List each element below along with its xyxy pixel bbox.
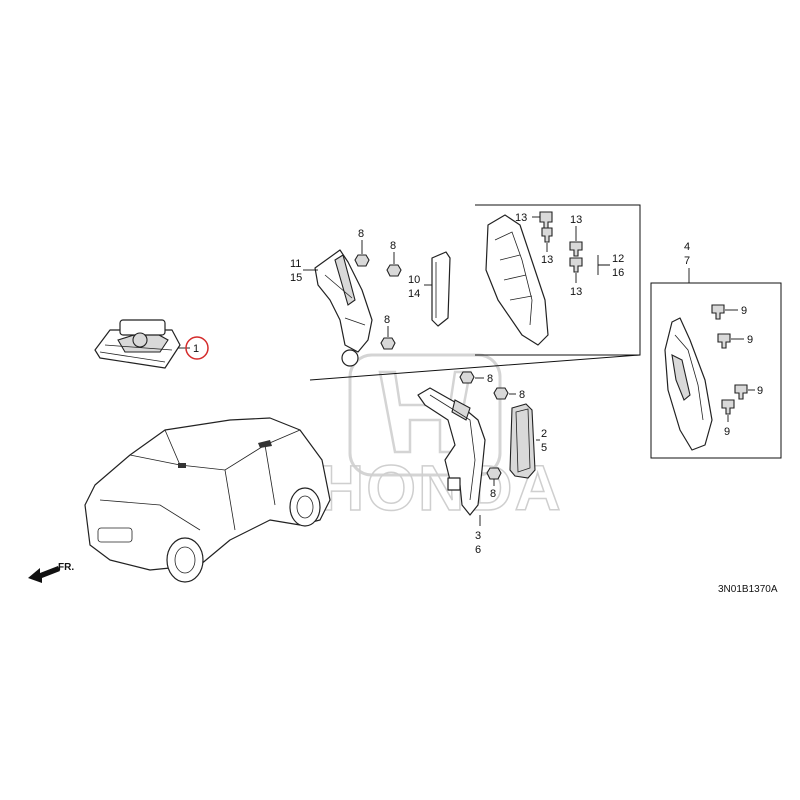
part-8-nut-e[interactable]: [493, 387, 509, 400]
label-8c: 8: [384, 314, 390, 326]
leader-12-16: [597, 255, 610, 275]
part-2-5-mirror-glass[interactable]: [509, 403, 536, 479]
label-8d: 8: [487, 373, 493, 385]
label-6: 6: [475, 544, 481, 556]
label-15: 15: [290, 272, 302, 284]
part-11-15-bracket[interactable]: [314, 249, 373, 367]
car-illustration: [84, 417, 331, 583]
label-8a: 8: [358, 228, 364, 240]
label-7: 7: [684, 255, 690, 267]
part-8-nut-d[interactable]: [459, 371, 475, 384]
front-arrow-label: FR.: [58, 562, 74, 573]
label-2: 2: [541, 428, 547, 440]
part-10-14-cover[interactable]: [431, 251, 451, 327]
label-9a: 9: [741, 305, 747, 317]
label-13b: 13: [541, 254, 553, 266]
label-8b: 8: [390, 240, 396, 252]
label-5: 5: [541, 442, 547, 454]
part-1-camera-unit[interactable]: [94, 319, 190, 369]
part-13-clip-d[interactable]: [569, 257, 583, 273]
label-4: 4: [684, 241, 690, 253]
label-12: 12: [612, 253, 624, 265]
frame-divider-line: [309, 205, 641, 381]
callout-1-label: 1: [193, 343, 199, 355]
part-8-nut-f[interactable]: [486, 467, 502, 480]
label-13c: 13: [570, 214, 582, 226]
label-10: 10: [408, 274, 420, 286]
label-9d: 9: [724, 426, 730, 438]
label-3: 3: [475, 530, 481, 542]
part-4-7-trim[interactable]: [664, 317, 713, 451]
part-8-nut-a[interactable]: [354, 254, 370, 267]
label-9c: 9: [757, 385, 763, 397]
label-9b: 9: [747, 334, 753, 346]
part-9-clip-c[interactable]: [734, 384, 748, 400]
part-13-clip-b[interactable]: [541, 227, 553, 243]
part-13-clip-a[interactable]: [539, 211, 553, 229]
part-12-16-housing[interactable]: [485, 214, 549, 346]
part-13-clip-c[interactable]: [569, 241, 583, 257]
callout-1-circle[interactable]: [185, 336, 209, 360]
diagram-code: 3N01B1370A: [718, 584, 778, 595]
frame-right-side: [650, 282, 782, 459]
label-8e: 8: [519, 389, 525, 401]
label-13a: 13: [515, 212, 527, 224]
label-16: 16: [612, 267, 624, 279]
part-9-clip-a[interactable]: [711, 304, 725, 320]
label-11: 11: [290, 258, 301, 270]
part-8-nut-c[interactable]: [380, 337, 396, 350]
part-8-nut-b[interactable]: [386, 264, 402, 277]
part-9-clip-b[interactable]: [717, 333, 731, 349]
part-3-6-bracket[interactable]: [417, 387, 486, 516]
front-arrow: FR.: [28, 562, 74, 583]
part-9-clip-d[interactable]: [721, 399, 735, 415]
label-8f: 8: [490, 488, 496, 500]
label-14: 14: [408, 288, 420, 300]
label-13d: 13: [570, 286, 582, 298]
